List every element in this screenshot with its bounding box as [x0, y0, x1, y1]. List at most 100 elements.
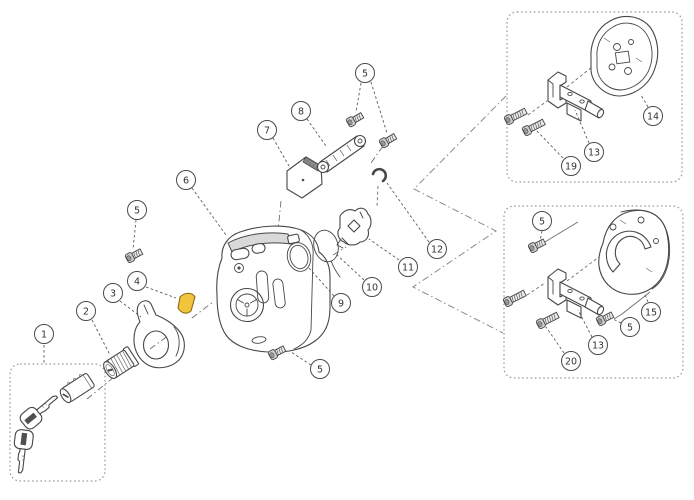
leader-line-callout-13 [574, 109, 590, 144]
callout-4-balloon: 4 [127, 271, 147, 291]
callout-8-balloon: 8 [291, 101, 311, 121]
callout-14-balloon: 14 [643, 106, 663, 126]
leader-line-callout-4 [145, 286, 177, 299]
leader-line-callout-14 [640, 94, 649, 108]
callout-7-number: 7 [264, 125, 270, 136]
construction-line-13 [544, 221, 579, 243]
callout-14-number: 14 [647, 111, 659, 122]
callout-5-balloon: 5 [310, 359, 330, 379]
construction-lines-layer [86, 62, 651, 400]
detail-box-housing-assembly [503, 205, 684, 379]
callout-2-number: 2 [83, 306, 89, 317]
leader-line-callout-7 [272, 137, 290, 167]
callout-13-balloon: 13 [588, 335, 608, 355]
leader-line-callout-5 [290, 351, 312, 366]
part-main-housing [216, 225, 331, 353]
callout-13-balloon: 13 [584, 142, 604, 162]
leader-line-callout-3 [119, 300, 142, 318]
leader-line-callout-9 [308, 267, 335, 297]
leader-line-callout-5 [612, 318, 622, 324]
construction-line-4 [332, 246, 347, 256]
leader-line-callout-15 [643, 291, 649, 303]
leader-line-callout-10 [335, 253, 365, 281]
callout-10-number: 10 [366, 282, 378, 293]
part-e-clip [371, 167, 388, 183]
part-rubber-wedge [177, 292, 196, 314]
callout-6-number: 6 [183, 175, 189, 186]
screw-5-left [124, 247, 144, 264]
callout-15-number: 15 [645, 307, 657, 318]
part-lock-core [59, 373, 95, 404]
leader-line-callout-5 [370, 81, 388, 134]
construction-line-10 [526, 282, 546, 296]
part-housing-assembly [598, 209, 671, 295]
screw-19-2 [521, 117, 547, 137]
callout-5-balloon: 5 [620, 317, 640, 337]
callout-20-number: 20 [565, 356, 577, 367]
wedge-shape [177, 292, 196, 314]
callout-7-balloon: 7 [257, 120, 277, 140]
callout-4-number: 4 [134, 276, 140, 287]
callout-15-balloon: 15 [641, 302, 661, 322]
callout-8-number: 8 [298, 106, 304, 117]
part-retaining-bracket [316, 134, 367, 174]
construction-line-11 [566, 256, 600, 282]
callout-9-balloon: 9 [331, 293, 351, 313]
callout-5-number: 5 [317, 364, 323, 375]
part-cover-bracket [133, 300, 185, 369]
screw-20-1 [502, 288, 528, 308]
screw-5-top-1 [345, 110, 365, 128]
part-back-plate [590, 15, 659, 97]
callout-20-balloon: 20 [561, 351, 581, 371]
construction-line-8 [527, 100, 548, 116]
part-o-ring [286, 242, 312, 272]
leader-line-callout-20 [545, 326, 565, 354]
callout-1-balloon: 1 [34, 324, 54, 344]
callout-3-number: 3 [110, 288, 116, 299]
screw-5-box2-1 [527, 237, 548, 254]
callout-5-balloon: 5 [355, 63, 375, 83]
leader-line-callout-6 [191, 187, 227, 236]
part-key-set [10, 389, 64, 475]
callout-3-balloon: 3 [103, 283, 123, 303]
key-1-icon [17, 389, 64, 432]
leader-lines-layer [43, 81, 649, 366]
leader-line-callout-2 [91, 319, 111, 356]
callout-12-number: 12 [431, 244, 443, 255]
part-lock-cylinder [103, 346, 139, 379]
part-retaining-ring [313, 229, 341, 278]
construction-line-6 [376, 185, 379, 208]
construction-line-5 [370, 145, 384, 164]
construction-line-9 [566, 62, 598, 88]
screw-20-2 [535, 310, 561, 330]
leader-line-callout-8 [306, 118, 327, 147]
callout-19-balloon: 19 [561, 156, 581, 176]
leader-line-callout-5 [539, 230, 543, 242]
callout-10-balloon: 10 [362, 277, 382, 297]
callout-5-number: 5 [134, 205, 140, 216]
callout-1-number: 1 [41, 329, 47, 340]
callout-5-balloon: 5 [532, 211, 552, 231]
screw-19-1 [503, 106, 529, 126]
screw-5-top-2 [378, 131, 398, 149]
callout-13-number: 13 [588, 147, 600, 158]
construction-line-14 [613, 291, 651, 320]
detail-box-key-set [9, 363, 106, 482]
callout-11-balloon: 11 [398, 257, 418, 277]
construction-line-1 [149, 329, 177, 350]
leader-line-callout-11 [368, 238, 400, 261]
part-lever-plate [336, 207, 372, 249]
leader-line-callout-19 [535, 129, 564, 159]
callout-5-balloon: 5 [127, 200, 147, 220]
key-2-icon [10, 428, 35, 475]
construction-line-0 [86, 367, 126, 400]
leader-line-callout-12 [386, 182, 430, 243]
callout-5-number: 5 [362, 68, 368, 79]
leader-line-callout-13 [577, 309, 593, 338]
leader-line-callout-5 [355, 82, 362, 113]
callout-19-number: 19 [565, 161, 577, 172]
callout-11-number: 11 [402, 262, 414, 273]
